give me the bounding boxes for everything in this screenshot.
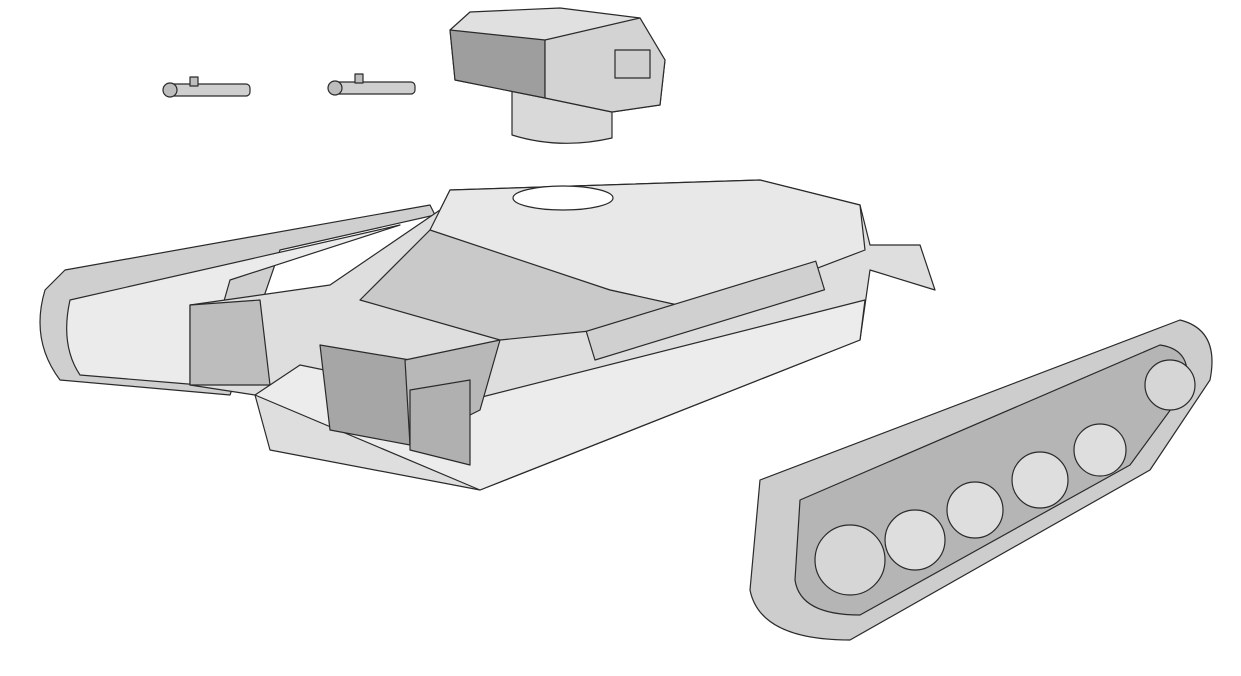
right-track — [749, 319, 1213, 641]
machine-gun-left — [162, 76, 251, 98]
machine-gun-right — [327, 73, 416, 96]
turret — [449, 7, 666, 144]
hull — [189, 179, 936, 491]
